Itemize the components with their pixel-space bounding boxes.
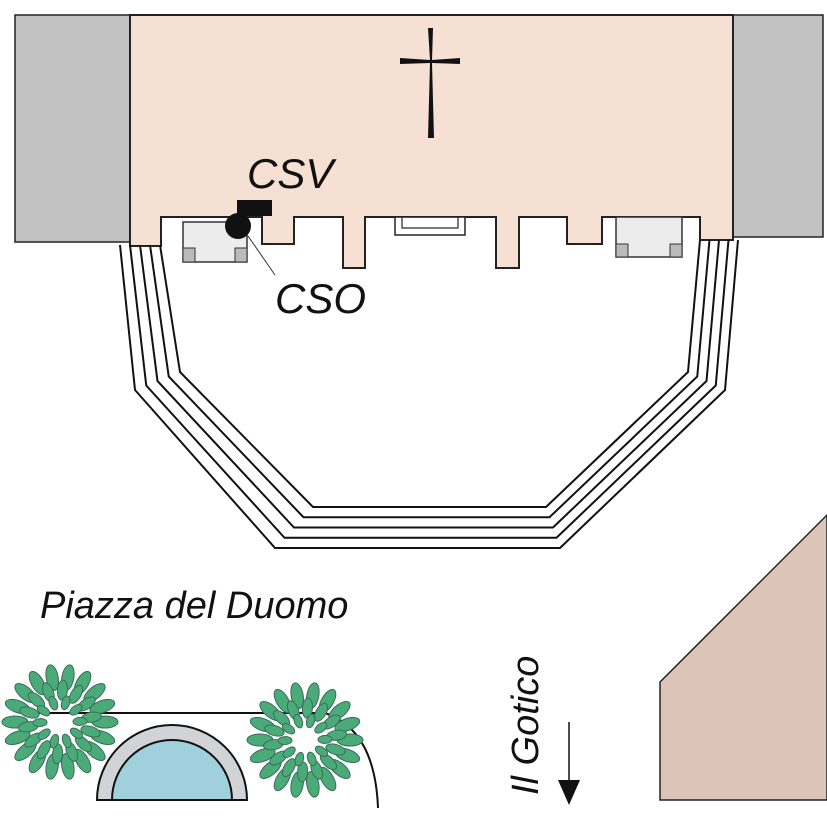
leaf [334,716,361,733]
steps [119,239,739,549]
leaf [32,718,48,728]
leaf [19,706,40,719]
leaf [293,713,304,729]
leaf [60,695,71,711]
leaf [281,758,297,778]
cross-icon [400,28,460,138]
leaf [297,761,309,783]
step-line [119,239,739,549]
right-building [732,14,824,238]
leaf [48,695,59,711]
leaf [281,723,296,735]
leaf [301,697,313,719]
leaf [325,743,346,756]
leaf [282,746,296,759]
leaf [52,743,64,765]
leaf [317,734,333,744]
step-line [149,239,711,519]
cso-sensor [225,213,251,239]
step-line [139,239,720,529]
leaf [89,698,116,715]
street-label: Il Gotico [505,655,547,795]
arrow-down-icon [558,722,580,805]
leaf [69,727,84,739]
leaf [68,684,84,704]
leaf [49,733,60,749]
leaf [294,751,305,767]
cathedral [129,14,734,269]
tree [246,682,364,798]
leaf [314,745,329,757]
leaf [69,703,83,716]
csv-sensor [237,200,272,216]
leaf [80,725,101,738]
leaf [36,705,51,717]
leaf [264,724,285,737]
leaf [313,702,329,722]
square-label: Piazza del Duomo [40,585,349,627]
building-bottom-right [659,513,827,801]
step-line [129,239,730,539]
leaf [56,679,68,701]
leaf [37,728,51,741]
leaf [249,747,276,764]
csv-label: CSV [247,150,334,197]
leaf [72,716,88,726]
leaf [314,721,328,734]
cso-label: CSO [275,275,367,322]
leaf [36,740,52,760]
room-middle [394,216,466,236]
leaf [306,751,317,767]
leaf [4,729,31,746]
leaf [61,733,72,749]
step-line [159,239,701,508]
fountain-water [110,739,234,801]
tree [1,664,119,780]
left-building [14,14,131,243]
leaf [305,713,316,729]
leaf [277,736,293,746]
